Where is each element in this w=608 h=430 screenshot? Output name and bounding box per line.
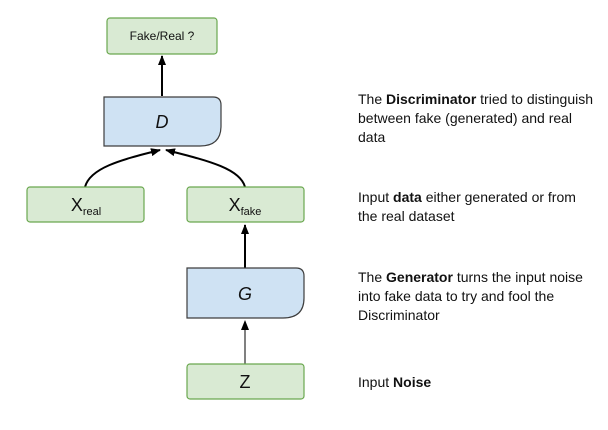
x-real-node: Xreal bbox=[26, 186, 145, 223]
x-fake-main: X bbox=[229, 195, 241, 215]
output-node: Fake/Real ? bbox=[106, 17, 218, 55]
output-box bbox=[106, 17, 218, 55]
description-noise-bold: Noise bbox=[393, 374, 432, 390]
x-fake-box bbox=[186, 186, 305, 223]
description-discriminator-before: The bbox=[358, 91, 387, 107]
x-real-box bbox=[26, 186, 145, 223]
description-noise: Input Noise bbox=[358, 373, 598, 392]
description-data-before: Input bbox=[358, 189, 394, 205]
discriminator-label: D bbox=[156, 112, 169, 132]
discriminator-node: D bbox=[103, 96, 222, 147]
description-data-after: either generated or from the real datase… bbox=[358, 189, 576, 224]
generator-shape bbox=[186, 267, 305, 319]
x-fake-node: Xfake bbox=[186, 186, 305, 223]
x-real-label: Xreal bbox=[71, 195, 101, 218]
arrow-xfake-to-discriminator bbox=[165, 148, 246, 188]
description-generator: The Generator turns the input noise into… bbox=[358, 268, 598, 325]
description-data-bold: data bbox=[393, 189, 422, 205]
description-generator-before: The bbox=[358, 269, 387, 285]
arrow-xreal-to-discriminator bbox=[84, 148, 161, 188]
x-fake-sub: fake bbox=[241, 206, 262, 218]
generator-node: G bbox=[186, 267, 305, 319]
noise-node: Z bbox=[186, 363, 305, 400]
noise-label: Z bbox=[240, 372, 251, 392]
description-data: Input data either generated or from the … bbox=[358, 188, 598, 226]
generator-label: G bbox=[238, 284, 252, 304]
description-generator-bold: Generator bbox=[386, 269, 453, 285]
x-real-main: X bbox=[71, 195, 83, 215]
description-discriminator-bold: Discriminator bbox=[386, 91, 477, 107]
output-label: Fake/Real ? bbox=[130, 29, 195, 43]
description-discriminator-after: tried to distinguish between fake (gener… bbox=[358, 91, 593, 145]
noise-box bbox=[186, 363, 305, 400]
x-real-sub: real bbox=[83, 206, 101, 218]
description-noise-before: Input bbox=[358, 374, 394, 390]
discriminator-shape bbox=[103, 96, 222, 147]
description-generator-after: turns the input noise into fake data to … bbox=[358, 269, 583, 323]
x-fake-label: Xfake bbox=[229, 195, 262, 218]
description-discriminator: The Discriminator tried to distinguish b… bbox=[358, 90, 598, 147]
